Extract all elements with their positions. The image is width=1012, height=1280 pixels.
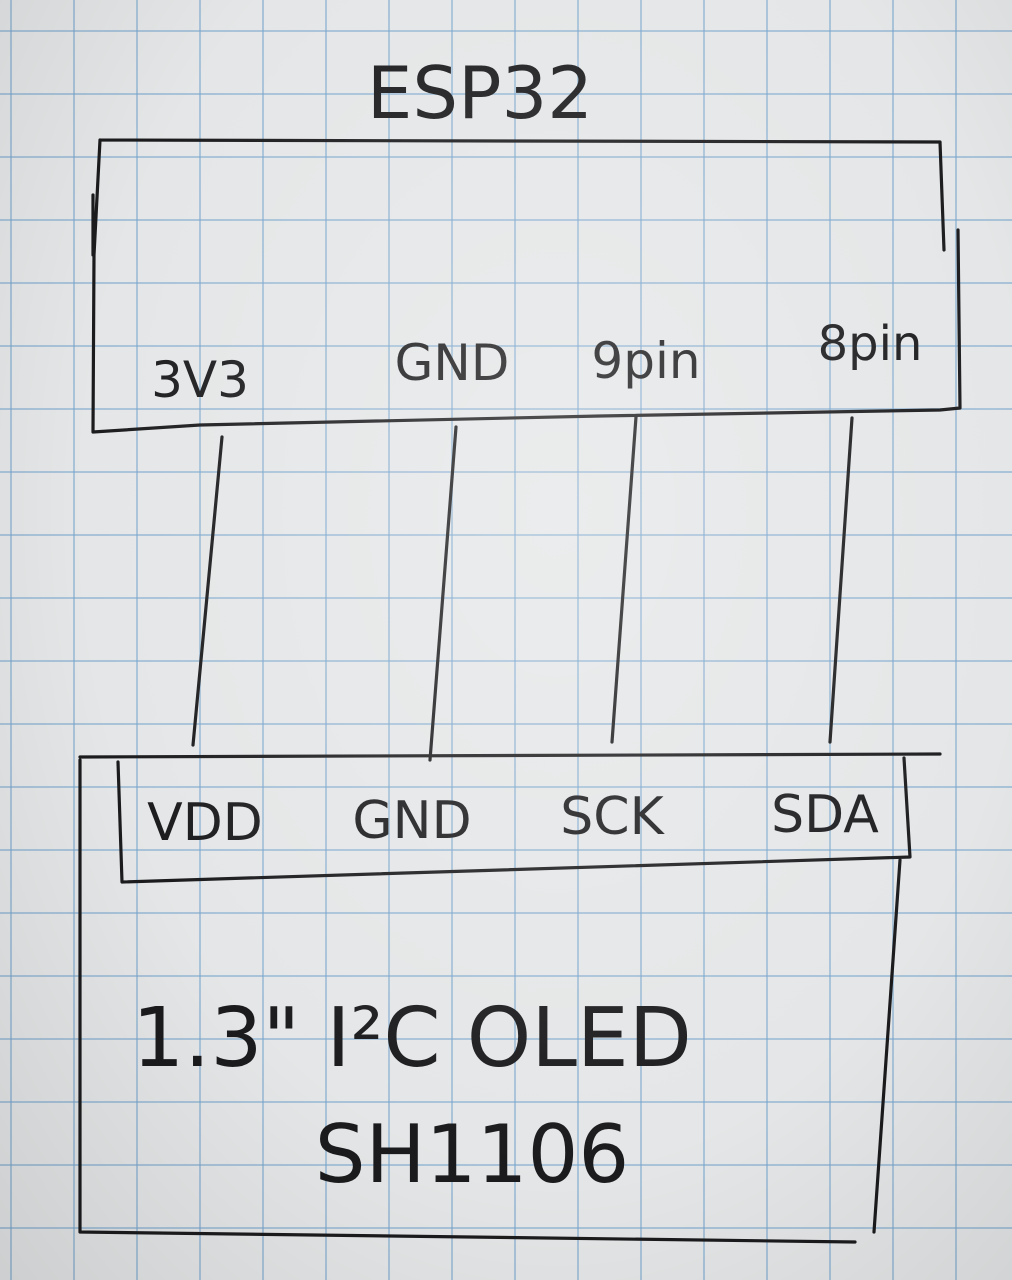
oled-pin-vdd: VDD	[147, 793, 263, 853]
esp32-board-outline	[91, 138, 962, 434]
oled-pin-sda: SDA	[771, 785, 879, 845]
oled-model: SH1106	[315, 1108, 630, 1201]
esp32-pin-9pin: 9pin	[591, 332, 700, 390]
wire-3v3-to-vdd	[191, 435, 224, 747]
oled-pin-header-box	[116, 756, 912, 884]
esp32-pin-8pin: 8pin	[818, 316, 923, 372]
esp32-title: ESP32	[367, 51, 593, 135]
oled-pin-gnd: GND	[352, 791, 471, 851]
oled-pin-sck: SCK	[560, 787, 665, 847]
wire-8pin-to-sda	[828, 416, 854, 744]
oled-module-outline	[78, 752, 942, 1244]
esp32-pin-gnd: GND	[395, 334, 510, 392]
esp32-pin-3v3: 3V3	[151, 351, 249, 409]
wire-gnd-to-gnd	[428, 425, 458, 762]
wire-9pin-to-sck	[610, 415, 638, 744]
oled-title: 1.3" I²C OLED	[132, 991, 692, 1086]
